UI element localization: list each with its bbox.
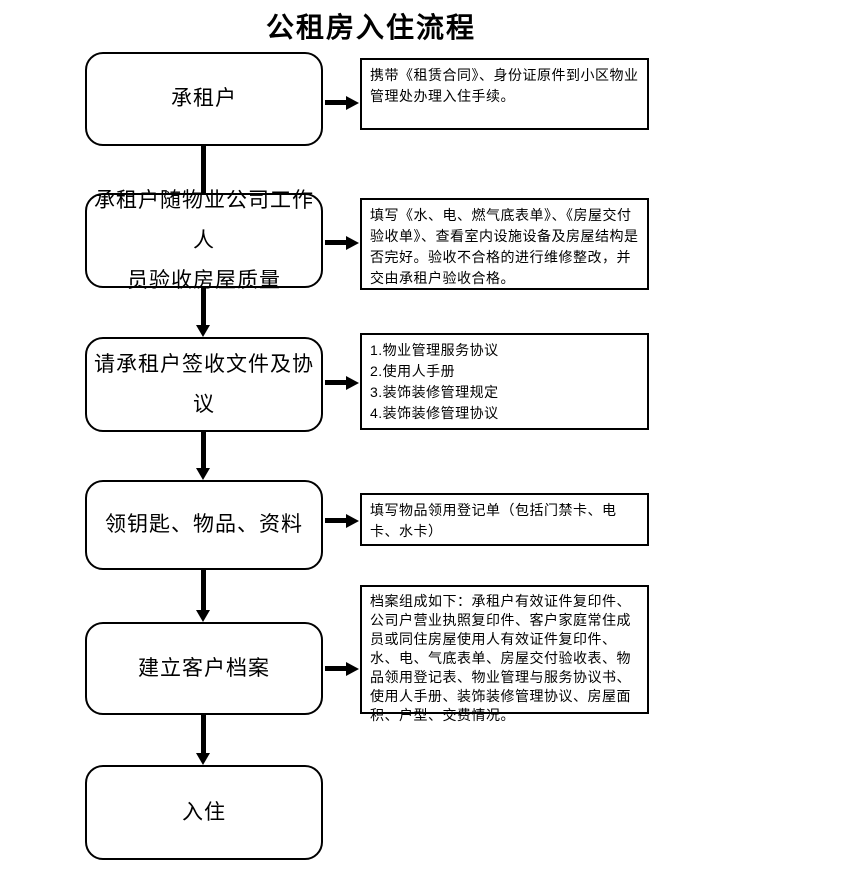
flow-step-box-tenant: 承租户: [85, 52, 323, 146]
flow-step-box-inspection: 承租户随物业公司工作人 员验收房屋质量: [85, 189, 323, 292]
note-text: 携带《租赁合同》、身份证原件到小区物业管理处办理入住手续。: [370, 67, 639, 104]
flow-step-box-collect-keys: 领钥匙、物品、资料: [85, 480, 323, 570]
flow-step-box-move-in: 入住: [85, 765, 323, 860]
note-text: 档案组成如下：承租户有效证件复印件、公司户营业执照复印件、客户家庭常住成员或同住…: [370, 593, 631, 723]
arrow-right-icon: [346, 376, 359, 390]
note-text: 填写物品领用登记单（包括门禁卡、电卡、水卡）: [370, 502, 617, 539]
arrow-right-icon: [346, 514, 359, 528]
connector-line-2: [201, 288, 206, 326]
arrow-right-line-4: [325, 518, 347, 523]
flow-step-label: 建立客户档案: [138, 656, 270, 680]
arrow-right-line-2: [325, 240, 347, 245]
flow-step-label: 入住: [182, 800, 226, 824]
arrow-right-icon: [346, 96, 359, 110]
connector-line-5: [201, 715, 206, 754]
note-box-3: 1.物业管理服务协议 2.使用人手册 3.装饰装修管理规定 4.装饰装修管理协议: [360, 333, 649, 430]
note-list-item: 1.物业管理服务协议: [370, 342, 499, 358]
flow-step-label-line: 员验收房屋质量: [127, 268, 281, 292]
note-text: 填写《水、电、燃气底表单》、《房屋交付验收单》、查看室内设施设备及房屋结构是否完…: [370, 207, 639, 286]
arrow-right-icon: [346, 662, 359, 676]
arrow-down-icon: [196, 468, 210, 480]
connector-line-3: [201, 432, 206, 469]
connector-line-4: [201, 570, 206, 611]
flow-step-label: 请承租户签收文件及协议: [94, 352, 314, 416]
flow-step-box-sign-documents: 请承租户签收文件及协议: [85, 337, 323, 432]
note-box-5: 档案组成如下：承租户有效证件复印件、公司户营业执照复印件、客户家庭常住成员或同住…: [360, 585, 649, 723]
arrow-down-icon: [196, 325, 210, 337]
arrow-right-line-5: [325, 666, 347, 671]
flow-step-box-create-archive: 建立客户档案: [85, 622, 323, 715]
note-list-item: 2.使用人手册: [370, 363, 456, 379]
flow-step-label: 领钥匙、物品、资料: [105, 513, 303, 536]
connector-line-1: [201, 146, 206, 193]
flow-step-label-line: 承租户随物业公司工作人: [94, 188, 314, 252]
note-box-2: 填写《水、电、燃气底表单》、《房屋交付验收单》、查看室内设施设备及房屋结构是否完…: [360, 198, 649, 290]
arrow-down-icon: [196, 753, 210, 765]
arrow-right-line-1: [325, 100, 347, 105]
arrow-right-line-3: [325, 380, 347, 385]
note-box-4: 填写物品领用登记单（包括门禁卡、电卡、水卡）: [360, 493, 649, 546]
page-title: 公租房入住流程: [265, 12, 476, 43]
note-box-1: 携带《租赁合同》、身份证原件到小区物业管理处办理入住手续。: [360, 58, 649, 130]
arrow-right-icon: [346, 236, 359, 250]
arrow-down-icon: [196, 610, 210, 622]
flow-step-label: 承租户: [171, 87, 237, 110]
note-list-item: 3.装饰装修管理规定: [370, 384, 499, 400]
note-list-item: 4.装饰装修管理协议: [370, 405, 499, 421]
